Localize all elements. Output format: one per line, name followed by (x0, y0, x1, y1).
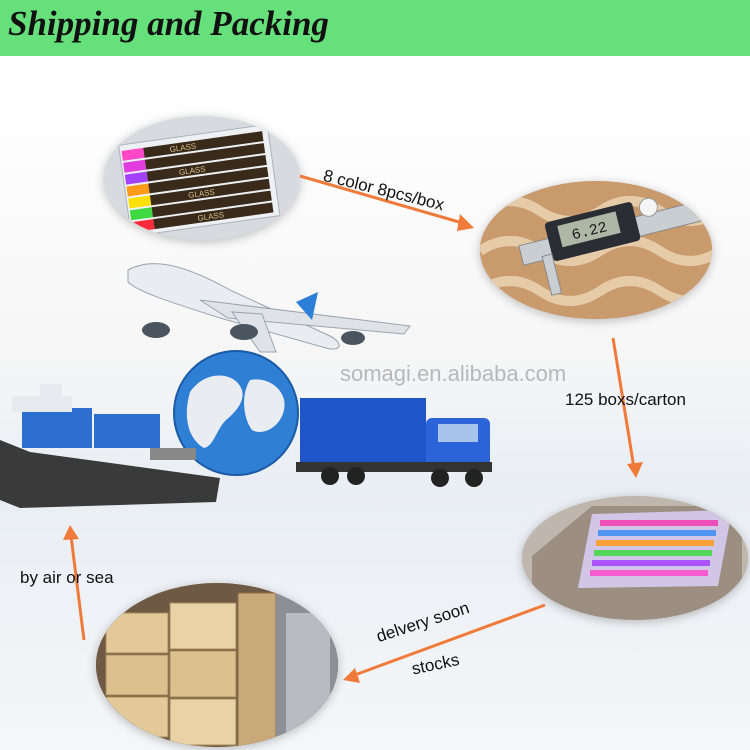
marker-label-2: GLASS (178, 164, 206, 177)
marker-label-1: GLASS (169, 142, 197, 155)
caliper-illustration: 6.22 (480, 181, 712, 319)
arrow-carton-to-stock (351, 603, 546, 678)
header-banner: Shipping and Packing (0, 0, 750, 56)
marker-box-photo: GLASS GLASS GLASS GLASS (104, 116, 300, 240)
page-title: Shipping and Packing (8, 4, 329, 43)
transport-label: by air or sea (20, 568, 114, 587)
carton-illustration (522, 496, 748, 620)
globe-icon (173, 350, 299, 476)
caliper-measurement-photo: 6.22 (480, 181, 712, 319)
marker-box-illustration: GLASS GLASS GLASS GLASS (104, 116, 300, 240)
arrow-head-4 (63, 525, 79, 540)
stock-illustration (96, 583, 338, 747)
carton-packing-photo (522, 496, 748, 620)
arrow-caliper-to-carton (611, 337, 636, 469)
watermark-text: somagi.en.alibaba.com (340, 361, 567, 386)
stock-warehouse-photo (96, 583, 338, 747)
airplane-icon (127, 263, 411, 353)
pack-carton-label: 125 boxs/carton (565, 390, 686, 409)
arrow-stock-to-transport (69, 535, 86, 641)
arrow-head-3 (343, 668, 360, 683)
arrow-box-to-caliper (299, 174, 467, 226)
marker-label-4: GLASS (197, 210, 225, 223)
arrow-head-1 (457, 214, 474, 231)
ship-icon (0, 384, 220, 508)
flow-arrows (63, 174, 643, 683)
marker-label-3: GLASS (188, 187, 216, 200)
truck-icon (296, 398, 492, 487)
arrow-head-2 (627, 462, 643, 478)
